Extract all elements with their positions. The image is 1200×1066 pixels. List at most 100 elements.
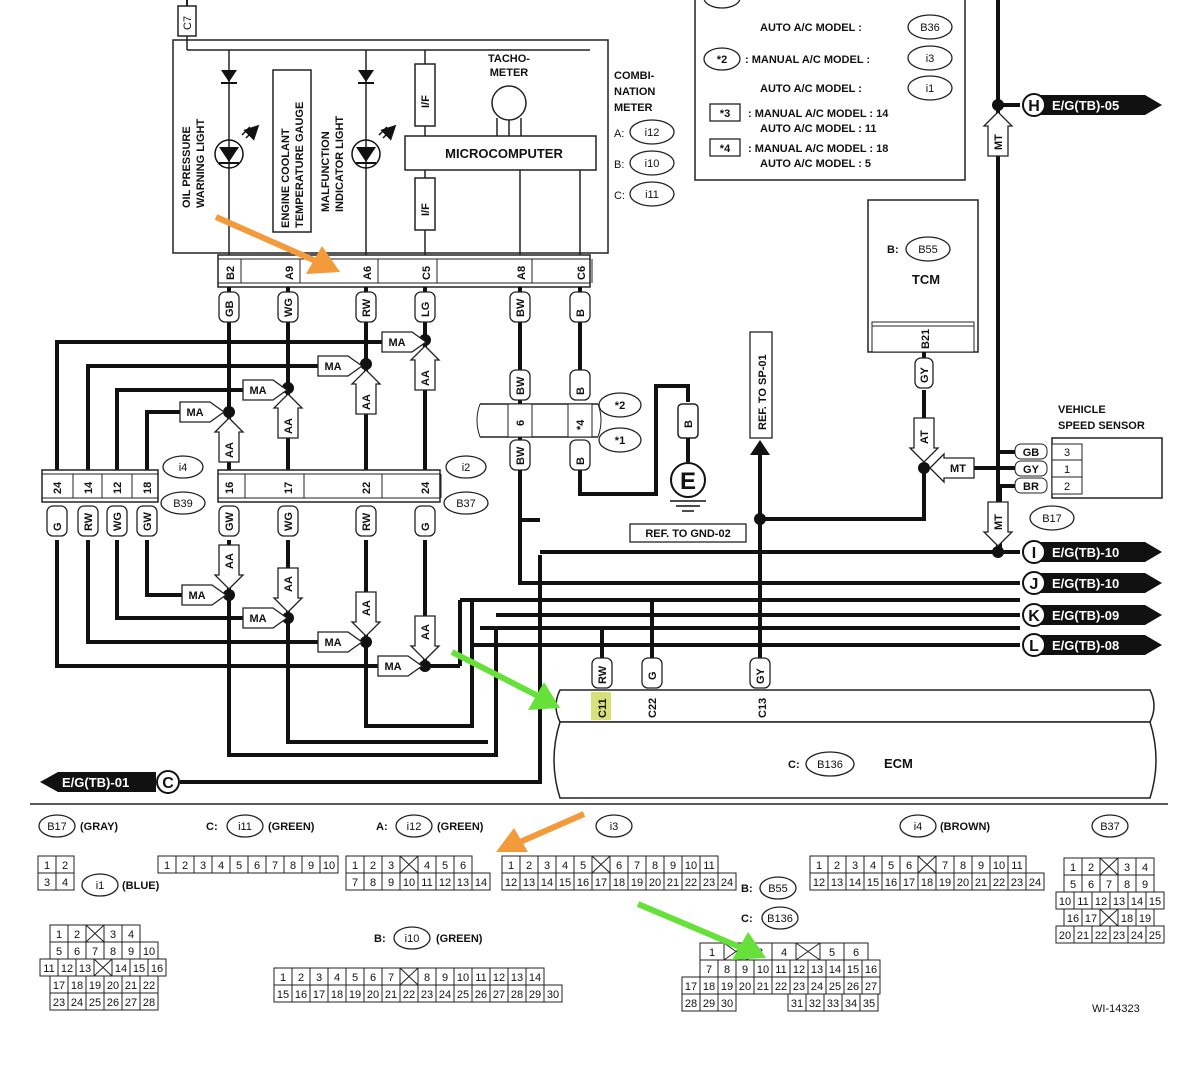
b37-pin: 8	[1124, 879, 1130, 891]
ecm: C11 C22 C13 RW G GY C: B136 ECM	[553, 657, 1157, 799]
ma-tag	[242, 607, 289, 629]
i4v-oval	[899, 814, 937, 838]
i2-pin-16: 16	[224, 482, 236, 494]
if-label-top: I/F	[420, 95, 432, 108]
ma-tag	[377, 655, 424, 677]
ma-tag	[317, 355, 364, 377]
mt-tag-vss	[929, 452, 975, 484]
i12-oval	[395, 814, 433, 838]
figure-id: WI-14323	[1092, 1003, 1140, 1015]
i2-box: B37	[456, 498, 476, 510]
b37-pin: 20	[1059, 930, 1071, 942]
i4v-pin: 17	[903, 877, 915, 889]
i4v-pin: 18	[921, 877, 933, 889]
mil-label-1: MALFUNCTION	[320, 131, 332, 212]
meter-pin-C6: C6	[576, 266, 588, 280]
vss-wire-br: BR	[1023, 481, 1039, 493]
i10-pin: 29	[529, 989, 541, 1001]
i12-cell	[471, 872, 491, 891]
aa-tag-down	[409, 615, 441, 661]
sp-ref-label: REF. TO SP-01	[757, 354, 769, 430]
i1-pin: 26	[107, 997, 119, 1009]
b37-pin: 24	[1131, 930, 1143, 942]
aa-tag-down	[213, 544, 245, 590]
eg-tb-bar	[40, 772, 156, 792]
i10-pin: 25	[457, 989, 469, 1001]
b55b136-pin: 13	[811, 964, 823, 976]
i1-pin: 11	[43, 963, 54, 975]
coolant-label-2: TEMPERATURE GAUGE	[294, 102, 306, 228]
i2-pin-17: 17	[283, 482, 295, 494]
eg-tb-letter: J	[1030, 576, 1039, 593]
b37-pin: 3	[1124, 862, 1130, 874]
mt-tag-label: MT	[993, 514, 1005, 530]
eg-tb-letter: L	[1029, 638, 1039, 655]
i10-pin: 23	[421, 989, 433, 1001]
ma-tag	[317, 631, 364, 653]
i1-pin: 15	[133, 963, 145, 975]
i1-oval	[81, 873, 119, 897]
i3-pin: 9	[670, 860, 676, 872]
meter-connector-strip	[217, 254, 591, 288]
i3-pin: 2	[526, 860, 532, 872]
note2-line1: : MANUAL A/C MODEL :	[745, 54, 870, 66]
eg-tb-letter: I	[1032, 545, 1036, 562]
mt-tag-i	[982, 501, 1014, 547]
i12-pin: 9	[388, 877, 394, 889]
eg-tb-bar	[1034, 542, 1162, 562]
i10-key: B:	[374, 933, 386, 945]
b55b136-pin: 15	[847, 964, 859, 976]
meter-wire-oval	[414, 291, 436, 323]
i10-pin: 12	[493, 972, 505, 984]
meter-pin-A9: A9	[284, 266, 296, 280]
b37-oval	[1091, 814, 1129, 838]
b55-key: B:	[741, 883, 753, 895]
b55-oval	[759, 876, 797, 900]
i1-pin: 2	[74, 929, 80, 941]
b37-pin: 9	[1142, 879, 1148, 891]
vss-pin-2: 2	[1064, 481, 1070, 493]
i4-wire-G: G	[52, 522, 64, 531]
i4v-id: i4	[914, 821, 923, 833]
splice-wire-bottom-label: B	[575, 457, 587, 465]
i10-pin: 9	[442, 972, 448, 984]
i12-pin: 12	[439, 877, 451, 889]
i10-id: i10	[405, 933, 420, 945]
ground-wire: B	[683, 420, 695, 428]
at-tag	[908, 417, 940, 463]
i4-wire-WG: WG	[112, 512, 124, 531]
i12-pin: 14	[475, 877, 487, 889]
i2-pin-22: 22	[361, 482, 373, 494]
splice-note-2: *2	[615, 400, 625, 412]
i4v-pin: 21	[975, 877, 987, 889]
i10-pin: 17	[313, 989, 325, 1001]
i3-pin: 22	[685, 877, 697, 889]
i10-pin: 3	[316, 972, 322, 984]
b37-cell	[1145, 925, 1165, 944]
i1-pin: 5	[56, 946, 62, 958]
b55b136-pin: 6	[853, 947, 859, 959]
eg-tb-letter-circle	[156, 770, 180, 794]
i4-pin-24: 24	[52, 481, 64, 494]
i11-pin: 8	[290, 860, 296, 872]
i12-blank	[399, 855, 419, 874]
b55b136-pin: 14	[829, 964, 841, 976]
ecm-name: ECM	[884, 756, 913, 771]
i4v-pin: 6	[906, 860, 912, 872]
i10-pin: 14	[529, 972, 541, 984]
b37-pin: 21	[1077, 930, 1089, 942]
at-tag-label: AT	[919, 430, 931, 444]
b17-oval	[38, 814, 76, 838]
aa-tag-label: AA	[224, 553, 236, 569]
eg-tb-label: E/G(TB)-10	[1052, 545, 1119, 560]
b37-pin: 25	[1149, 930, 1161, 942]
i10-pin: 21	[385, 989, 397, 1001]
mt-tag-h	[982, 111, 1014, 157]
i4-pin-12: 12	[112, 482, 124, 494]
i10-pin: 7	[388, 972, 394, 984]
mid-splice-connector: 6 *4 *2 *1	[476, 392, 642, 453]
note2-mark: *2	[717, 54, 727, 66]
i12-pin: 11	[421, 877, 432, 889]
mil-label-2: INDICATOR LIGHT	[334, 116, 346, 212]
